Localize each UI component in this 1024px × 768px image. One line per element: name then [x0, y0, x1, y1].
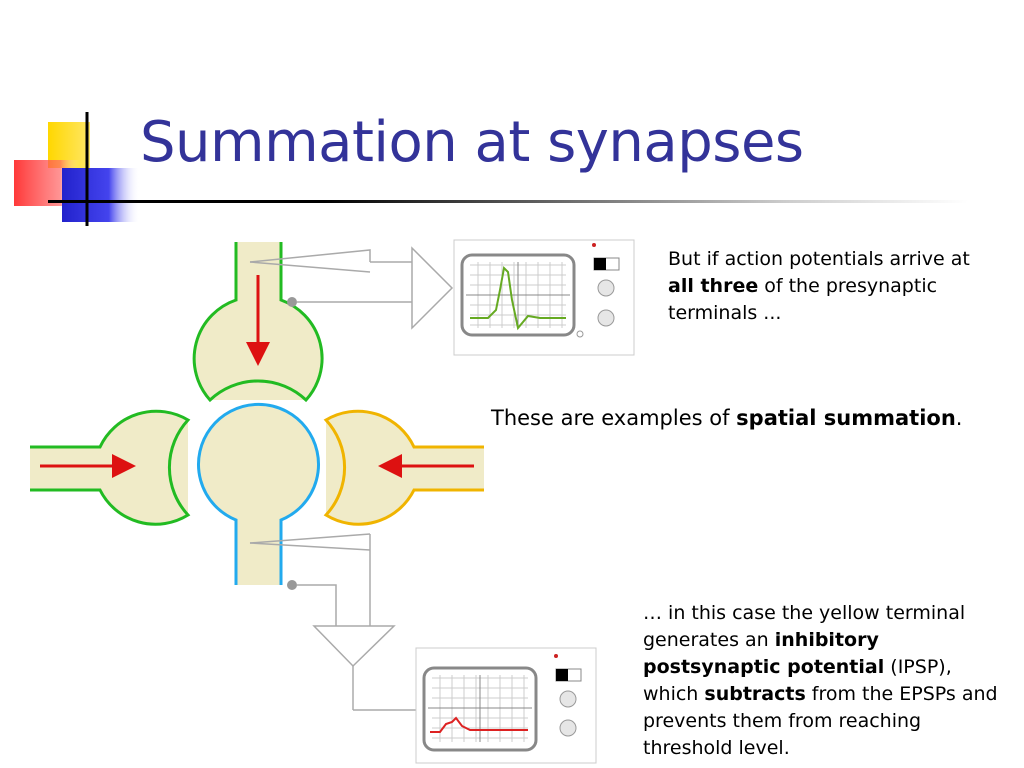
bottom-recording-electrode: [249, 533, 416, 711]
postsynaptic-cell: [197, 402, 320, 585]
title-underline: [48, 200, 968, 203]
top-recording-electrode: [249, 249, 412, 307]
synapse-diagram: [30, 239, 635, 764]
title-decoration: [14, 112, 140, 226]
deco-blue-square: [62, 168, 140, 222]
note-emphasis: subtracts: [704, 683, 806, 705]
slide-title: Summation at synapses: [140, 110, 804, 175]
note-text: from the EPSPs and prevents them from re…: [643, 683, 998, 759]
note-all-three-terminals: But if action potentials arrive at all t…: [668, 246, 998, 327]
note-text: (IPSP), which: [643, 656, 952, 705]
presynaptic-trace: [470, 265, 566, 331]
top-electrode-icon: [287, 297, 297, 307]
note-inhibitory-potential: … in this case the yellow terminal gener…: [643, 600, 1013, 762]
top-oscilloscope-icon: [453, 239, 635, 356]
note-text: … in this case the yellow terminal gener…: [643, 602, 966, 651]
top-amplifier-icon: [411, 246, 454, 330]
note-emphasis: spatial summation: [736, 406, 956, 430]
note-emphasis: inhibitory postsynaptic potential: [643, 629, 885, 678]
note-text: .: [955, 406, 963, 430]
right-presynaptic-terminal: [323, 409, 484, 526]
bottom-electrode-icon: [287, 580, 297, 590]
bottom-amplifier-icon: [312, 625, 396, 668]
left-presynaptic-terminal: [30, 409, 191, 526]
note-text: These are examples of: [491, 406, 737, 430]
bottom-oscilloscope-icon: [415, 647, 597, 764]
note-emphasis: all three: [668, 275, 759, 297]
note-text: of the presynaptic terminals ...: [668, 275, 938, 324]
postsynaptic-trace: [430, 716, 528, 733]
note-text: But if action potentials arrive at: [668, 248, 970, 270]
note-spatial-summation: These are examples of spatial summation.: [491, 405, 1011, 432]
